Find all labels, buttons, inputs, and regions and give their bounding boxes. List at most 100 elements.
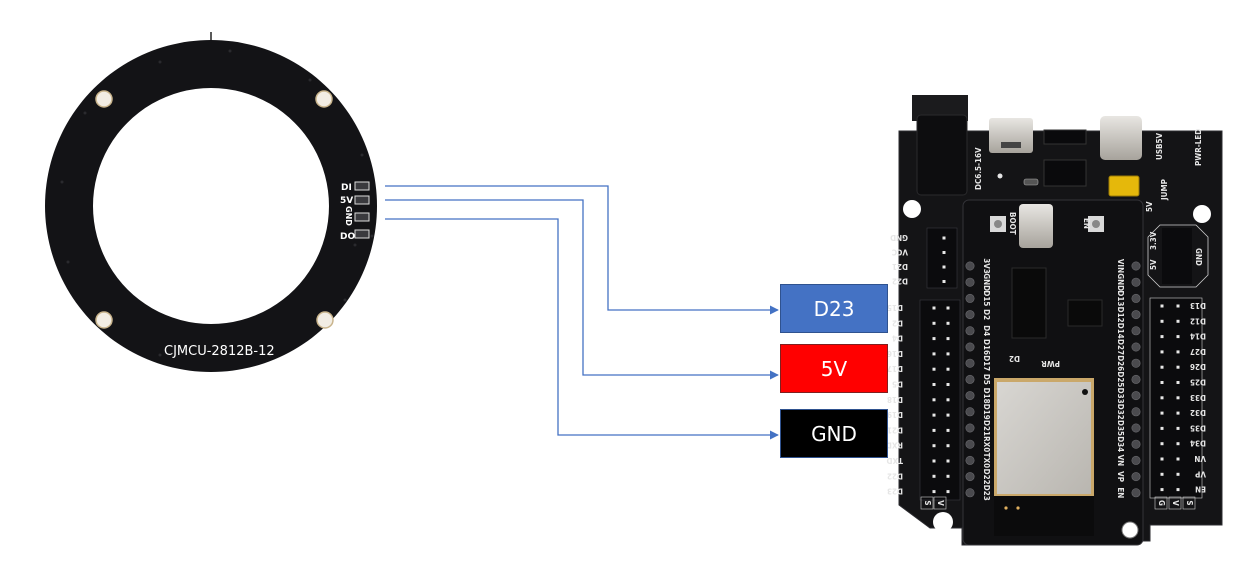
header-pin: [932, 413, 936, 417]
header-pin: [1176, 381, 1180, 384]
header-pin: [932, 474, 936, 478]
module-right-pin-d25: D25: [1116, 371, 1125, 387]
right-pin-label-vn: VN: [1194, 454, 1206, 463]
header-pin: [1160, 442, 1164, 446]
module-pin-hole: [965, 423, 975, 433]
header-pin: [946, 444, 950, 448]
footer-box: [1154, 496, 1168, 510]
header-pin: [942, 280, 946, 283]
module-pin-hole: [965, 455, 975, 465]
left-pin-label-d17: D17: [887, 364, 903, 373]
module-pin-hole: [965, 261, 975, 271]
module-pin-hole: [965, 277, 975, 287]
header-pin: [932, 321, 936, 325]
module-left-pin-rx0: RX0: [982, 436, 991, 452]
left-pin-label-rxd: RXD: [886, 441, 903, 450]
header-pin: [1160, 472, 1164, 476]
module-pin-hole: [1131, 310, 1141, 320]
header-pin: [932, 367, 936, 371]
module-pin-hole: [965, 293, 975, 303]
module-pin-hole: [1131, 358, 1141, 368]
left-pin-label-txd: TXD: [887, 456, 903, 465]
header-pin: [1176, 472, 1180, 476]
ldo-regulator: [1067, 299, 1103, 327]
jumper-cap: [1108, 175, 1140, 197]
pad-label-5v: 5V: [340, 196, 353, 206]
module-pin-hole: [1131, 439, 1141, 449]
header-pin: [1160, 350, 1164, 354]
header-pin: [946, 490, 950, 494]
module-left-pin-d18: D18: [982, 388, 991, 404]
header-pin: [932, 428, 936, 432]
usb-c-port-module: [1019, 204, 1053, 248]
header-pin: [1160, 488, 1164, 492]
module-pin-hole: [1131, 374, 1141, 384]
module-pin-hole: [1131, 455, 1141, 465]
wires: [385, 185, 779, 440]
header-pin: [1160, 381, 1164, 384]
pin-box-5v-label: 5V: [820, 356, 848, 381]
module-right-pin-d12: D12: [1116, 307, 1125, 323]
module-right-pin-d32: D32: [1116, 404, 1125, 420]
module-left-pin-d15: D15: [982, 290, 991, 306]
label-en-button: EN: [1082, 218, 1091, 229]
module-pin-hole: [965, 326, 975, 336]
module-right-pin-vn: VN: [1116, 455, 1125, 467]
mounting-hole: [316, 311, 334, 329]
regulator: [1043, 129, 1087, 145]
label-d2-led: D2: [1009, 354, 1020, 363]
left-pin-label-d2: D2: [892, 318, 903, 327]
left-pin-label-d18: D18: [887, 395, 903, 404]
pin-box-d23: D23: [780, 284, 888, 333]
header-pin: [942, 251, 946, 254]
usb-uart-chip: [1011, 267, 1047, 339]
header-pin: [1176, 319, 1180, 323]
esp32-devkit-module: BOOT EN D2 PWR 3V3GNDD15D2D4D16D17D5D18D…: [962, 199, 1144, 546]
module-pin-hole: [965, 374, 975, 384]
module-pin-hole: [965, 488, 975, 498]
header-pin: [946, 321, 950, 325]
header-pin: [1176, 411, 1180, 415]
header-pin: [1160, 426, 1164, 430]
module-pin-hole: [965, 439, 975, 449]
footer-box: [920, 496, 934, 510]
right-pin-label-d13: D13: [1190, 301, 1206, 310]
module-pin-hole: [1131, 261, 1141, 271]
pin-box-d23-label: D23: [813, 296, 855, 321]
header-pin: [1160, 319, 1164, 323]
footer-box: [933, 496, 947, 510]
pin-box-gnd-label: GND: [811, 421, 857, 446]
header-pin: [1176, 396, 1180, 400]
board-hole: [903, 200, 921, 218]
header-pin: [1176, 304, 1180, 308]
module-left-pin-d5: D5: [982, 374, 991, 385]
esp32-expansion-board: DC6.5-16V USB5V JUMP 5V PWR-LED GNDVCCD2…: [886, 95, 1223, 546]
right-pin-label-vp: VP: [1195, 469, 1206, 478]
pad-label-do: DO: [340, 232, 355, 242]
ring-pads: DI 5V GND DO: [340, 181, 370, 242]
dc-jack: DC6.5-16V: [912, 95, 983, 196]
right-footer-label-g: G: [1157, 500, 1166, 506]
header-pin: [946, 306, 950, 310]
module-right-pin-en: EN: [1116, 487, 1125, 498]
left-footer-label-v: V: [936, 500, 945, 506]
right-pin-label-d12: D12: [1190, 316, 1206, 325]
left-pin-label-d15: D15: [887, 303, 903, 312]
label-3v3: 3.3V: [1149, 231, 1158, 250]
header-pin: [1160, 411, 1164, 415]
header-pin: [932, 490, 936, 494]
pad-di: [354, 181, 370, 191]
antenna-area: [994, 496, 1094, 536]
module-right-pin-d13: D13: [1116, 290, 1125, 306]
header-pin: [946, 383, 950, 386]
wire-gnd-to-gnd: [385, 218, 779, 440]
header-pin: [946, 428, 950, 432]
label-5v-header: 5V: [1149, 259, 1158, 270]
module-pin-hole: [965, 391, 975, 401]
module-pin-hole: [1131, 423, 1141, 433]
esp32-wroom-shield: [997, 382, 1091, 494]
module-left-pin-gnd: GND: [982, 273, 991, 291]
module-right-pin-d34: D34: [1116, 436, 1125, 452]
right-pin-label-d14: D14: [1190, 332, 1206, 341]
